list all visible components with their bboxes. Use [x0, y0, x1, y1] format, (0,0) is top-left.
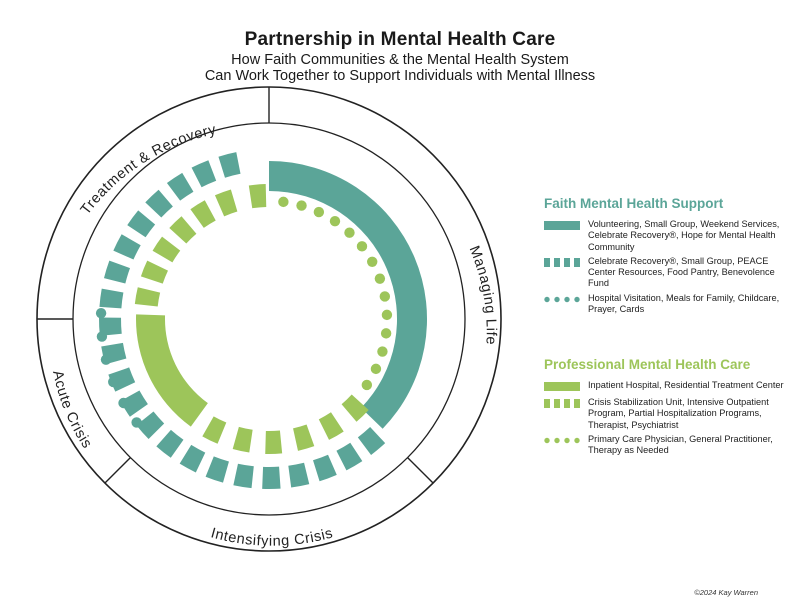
- faith-dashed-block: [179, 444, 206, 473]
- faith-dot: [96, 331, 108, 342]
- wheel-frame: [36, 86, 502, 552]
- professional-dot: [380, 328, 392, 339]
- legend-professional: Professional Mental Health Care Inpatien…: [544, 357, 784, 459]
- faith-solid-arc: [269, 161, 428, 429]
- professional-dot: [296, 200, 307, 211]
- subtitle-line-2: Can Work Together to Support Individuals…: [204, 68, 596, 84]
- professional-dashed-block: [202, 416, 227, 444]
- legend-faith-text-dotted: Hospital Visitation, Meals for Family, C…: [588, 292, 780, 315]
- professional-dashed-block: [341, 394, 369, 422]
- faith-dashed-block: [205, 456, 229, 483]
- professional-dot: [356, 241, 368, 252]
- faith-dashed-block: [113, 234, 141, 260]
- faith-dashed-block: [313, 454, 337, 482]
- legend-faith: Faith Mental Health Support Volunteering…: [544, 196, 784, 318]
- legend-professional-row-dashed: Crisis Stabilization Unit, Intensive Out…: [544, 397, 784, 431]
- legend-dotted-swatch: [544, 296, 580, 302]
- legend-professional-text-dashed: Crisis Stabilization Unit, Intensive Out…: [588, 397, 769, 430]
- legend-faith-row-solid: Volunteering, Small Group, Weekend Servi…: [544, 219, 784, 253]
- professional-dot: [361, 379, 373, 391]
- legend-faith-text-solid: Volunteering, Small Group, Weekend Servi…: [588, 219, 780, 252]
- legend-faith-row-dotted: Hospital Visitation, Meals for Family, C…: [544, 293, 784, 316]
- legend-professional-row-solid: Inpatient Hospital, Residential Treatmen…: [544, 380, 784, 394]
- professional-dashed-block: [265, 430, 283, 455]
- faith-dashed-block: [288, 462, 310, 488]
- professional-dashed-block: [169, 216, 197, 244]
- professional-dashed-block: [152, 236, 181, 263]
- faith-dashed-block: [120, 390, 148, 417]
- professional-dashed-block: [318, 412, 344, 440]
- professional-dot: [379, 291, 391, 302]
- legend-faith-text-dashed: Celebrate Recovery®, Small Group, PEACE …: [588, 255, 775, 289]
- legend-professional-text-dotted: Primary Care Physician, General Practiti…: [588, 433, 773, 456]
- professional-solid-arc: [135, 314, 208, 427]
- professional-dot: [381, 309, 393, 321]
- faith-dot: [108, 376, 119, 388]
- legend-solid-swatch: [544, 382, 580, 391]
- professional-dashed-block: [232, 426, 253, 453]
- faith-dashed-block: [145, 189, 173, 218]
- subtitle-line-1: How Faith Communities & the Mental Healt…: [231, 52, 569, 68]
- professional-dot: [370, 363, 382, 375]
- professional-dot: [313, 206, 325, 218]
- faith-dashed-block: [191, 160, 217, 188]
- faith-dashed-block: [99, 288, 124, 309]
- page-subtitle: How Faith Communities & the Mental Healt…: [0, 52, 792, 84]
- professional-dot: [374, 273, 386, 284]
- faith-dashed-block: [127, 210, 156, 238]
- faith-dashed-block: [262, 466, 281, 489]
- faith-dashed-block: [99, 317, 122, 336]
- professional-dot: [344, 227, 355, 238]
- legend-faith-row-dashed: Celebrate Recovery®, Small Group, PEACE …: [544, 256, 784, 290]
- wheel-divider: [407, 457, 434, 484]
- faith-dashed-block: [218, 152, 241, 178]
- legend-dashed-swatch: [544, 399, 580, 408]
- professional-dot: [278, 196, 289, 208]
- page-title: Partnership in Mental Health Care: [244, 29, 556, 50]
- legend-professional-row-dotted: Primary Care Physician, General Practiti…: [544, 434, 784, 457]
- faith-dashed-block: [166, 172, 194, 201]
- professional-dashed-block: [190, 200, 216, 228]
- legend-professional-text-solid: Inpatient Hospital, Residential Treatmen…: [588, 380, 784, 390]
- professional-dashed-block: [214, 189, 238, 217]
- faith-dot: [100, 354, 112, 365]
- professional-dot: [329, 215, 341, 227]
- faith-dashed-block: [233, 463, 254, 489]
- legend-professional-heading: Professional Mental Health Care: [544, 357, 751, 372]
- professional-dashed-block: [140, 260, 168, 284]
- faith-dot: [131, 417, 142, 428]
- professional-dashed-block: [134, 287, 161, 307]
- copyright-notice: ©2024 Kay Warren: [694, 588, 758, 597]
- faith-dot: [118, 397, 129, 409]
- professional-dot: [367, 256, 378, 267]
- faith-dashed-block: [103, 260, 131, 284]
- professional-dot: [377, 346, 388, 357]
- faith-dashed-block: [136, 411, 165, 439]
- wheel-divider: [104, 457, 131, 484]
- legend-dotted-swatch: [544, 437, 580, 444]
- professional-dashed-block: [293, 424, 315, 451]
- legend-faith-heading: Faith Mental Health Support: [544, 196, 724, 211]
- legend-dashed-swatch: [544, 257, 580, 267]
- faith-dashed-block: [156, 429, 184, 458]
- professional-dashed-block: [248, 184, 267, 209]
- faith-dashed-block: [336, 442, 363, 471]
- wheel-marks: [95, 152, 428, 489]
- care-wheel-diagram: Treatment & Recovery Managing Life Inten…: [36, 86, 502, 552]
- faith-dot: [95, 307, 107, 319]
- faith-dashed-block: [357, 427, 386, 455]
- legend-solid-swatch: [544, 221, 580, 230]
